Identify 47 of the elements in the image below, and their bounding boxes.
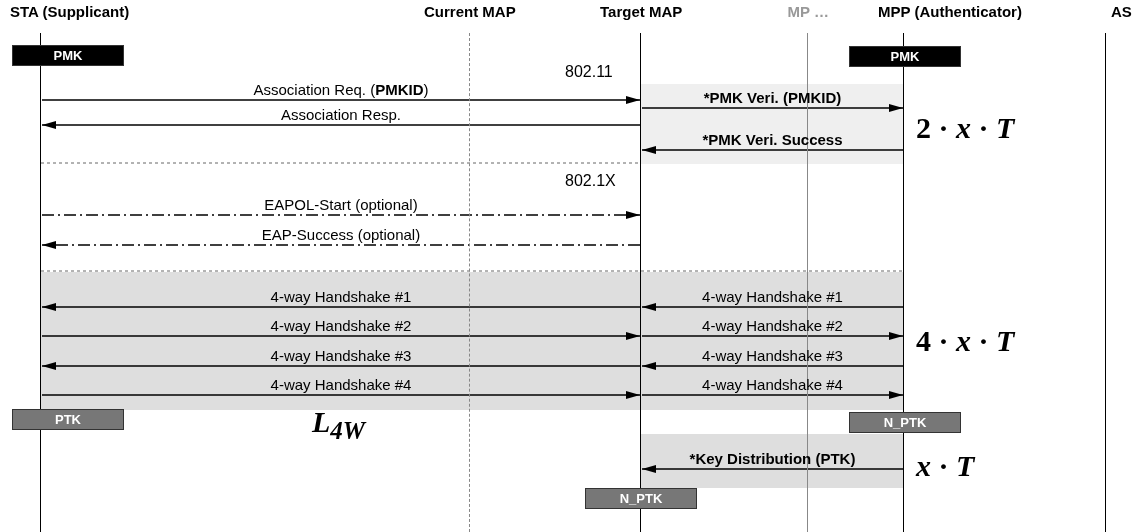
time-formula: 4 · x · T bbox=[916, 325, 1015, 357]
time-formula: 2 · x · T bbox=[916, 112, 1015, 144]
message-arrow bbox=[641, 362, 904, 370]
message-arrow bbox=[41, 121, 641, 129]
message-label: EAPOL-Start (optional) bbox=[264, 196, 418, 213]
protocol-label: 802.11 bbox=[565, 63, 613, 81]
latency-label: L$_{4W}$ bbox=[312, 406, 366, 446]
participant-label: STA (Supplicant) bbox=[10, 3, 129, 21]
message-arrow bbox=[41, 96, 641, 104]
message-label: 4-way Handshake #4 bbox=[702, 376, 843, 393]
key-bar: N_PTK bbox=[585, 488, 697, 509]
message-label: *Key Distribution (PTK) bbox=[689, 450, 856, 467]
participant-label: Current MAP bbox=[424, 3, 516, 21]
message-arrow bbox=[641, 146, 904, 154]
message-label: Association Resp. bbox=[280, 106, 402, 123]
message-label: 4-way Handshake #3 bbox=[702, 347, 843, 364]
participant-label: MP … bbox=[787, 3, 829, 21]
message-arrow bbox=[41, 362, 641, 370]
message-arrow bbox=[641, 332, 904, 340]
participant-label: Target MAP bbox=[600, 3, 682, 21]
message-arrow bbox=[641, 391, 904, 399]
message-label: 4-way Handshake #3 bbox=[270, 347, 412, 364]
message-label: 4-way Handshake #2 bbox=[702, 317, 843, 334]
message-label: *PMK Veri. Success bbox=[702, 131, 843, 148]
key-bar: PMK bbox=[849, 46, 961, 67]
message-arrow bbox=[641, 465, 904, 473]
protocol-label: 802.1X bbox=[565, 172, 616, 190]
key-bar: PTK bbox=[12, 409, 124, 430]
key-bar: N_PTK bbox=[849, 412, 961, 433]
time-formula: x · T bbox=[916, 450, 975, 482]
message-label: 4-way Handshake #4 bbox=[270, 376, 412, 393]
message-arrow bbox=[41, 241, 641, 249]
message-arrow bbox=[41, 391, 641, 399]
message-label: 4-way Handshake #1 bbox=[702, 288, 843, 305]
message-label: Association Req. (PMKID) bbox=[253, 81, 429, 98]
message-label: 4-way Handshake #2 bbox=[270, 317, 412, 334]
message-arrow bbox=[41, 332, 641, 340]
message-label: EAP-Success (optional) bbox=[261, 226, 421, 243]
message-arrow bbox=[41, 211, 641, 219]
message-label: 4-way Handshake #1 bbox=[270, 288, 412, 305]
participant-label: MPP (Authenticator) bbox=[878, 3, 1022, 21]
key-bar: PMK bbox=[12, 45, 124, 66]
message-arrow bbox=[641, 104, 904, 112]
message-arrow bbox=[41, 303, 641, 311]
participant-label: AS bbox=[1111, 3, 1132, 21]
message-arrow bbox=[641, 303, 904, 311]
message-label: *PMK Veri. (PMKID) bbox=[703, 89, 842, 106]
